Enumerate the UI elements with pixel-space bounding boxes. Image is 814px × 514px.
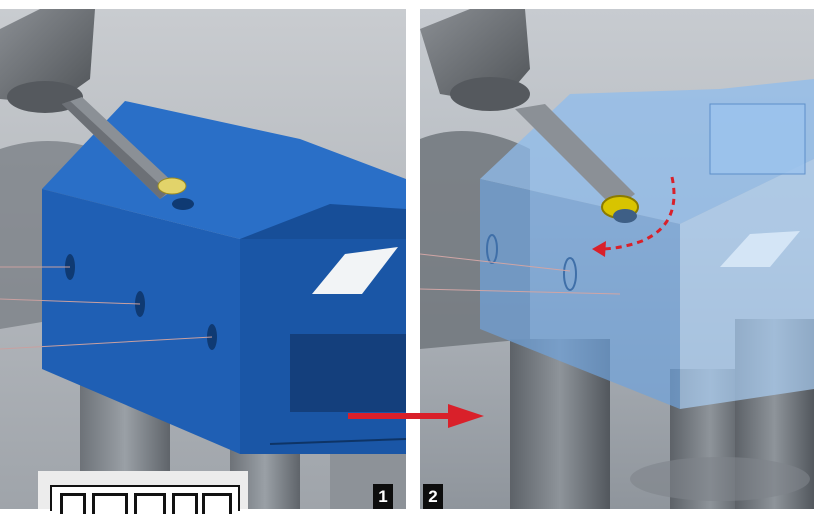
part-upper-slot [709,103,806,175]
hole-ghost-2 [486,234,498,264]
part-window [312,247,398,294]
curved-arrow-head [592,241,606,257]
tool-tip [613,209,637,223]
tool-collar [157,177,187,195]
tool-shank-2 [515,104,635,209]
spindle-head [0,9,95,104]
logo-stamp [38,471,248,514]
hole-top [172,198,194,210]
step-badge-1: 1 [373,484,393,509]
scene-panel-step-1 [0,9,406,509]
part-front-face [42,189,240,454]
spindle-ring-2 [450,77,530,111]
guide-line-3 [0,336,213,350]
guide-line-b [420,288,621,295]
guide-line-a [420,253,571,272]
scene-panel-step-2 [420,9,814,509]
guide-line-2 [0,298,141,305]
part-front-face-transparent [480,179,680,409]
panel-divider [406,0,420,509]
step-badge-2: 2 [423,484,443,509]
right-arrow-icon [348,404,484,428]
hole-ghost-1 [563,257,577,291]
edge-line [269,438,406,445]
curved-dashed-arrow-icon [599,176,676,251]
part-window-transparent [720,231,800,267]
logo-glyphs [50,485,240,514]
tool-shank-shadow [62,101,168,199]
part-top-face [42,101,406,239]
part-slant-face [240,204,406,239]
scene-2-illustration [420,9,814,509]
scene-1-illustration [0,9,406,509]
fixture-base-ellipse [630,457,810,501]
part-slot [290,334,406,412]
part-right-face-transparent [680,159,814,409]
